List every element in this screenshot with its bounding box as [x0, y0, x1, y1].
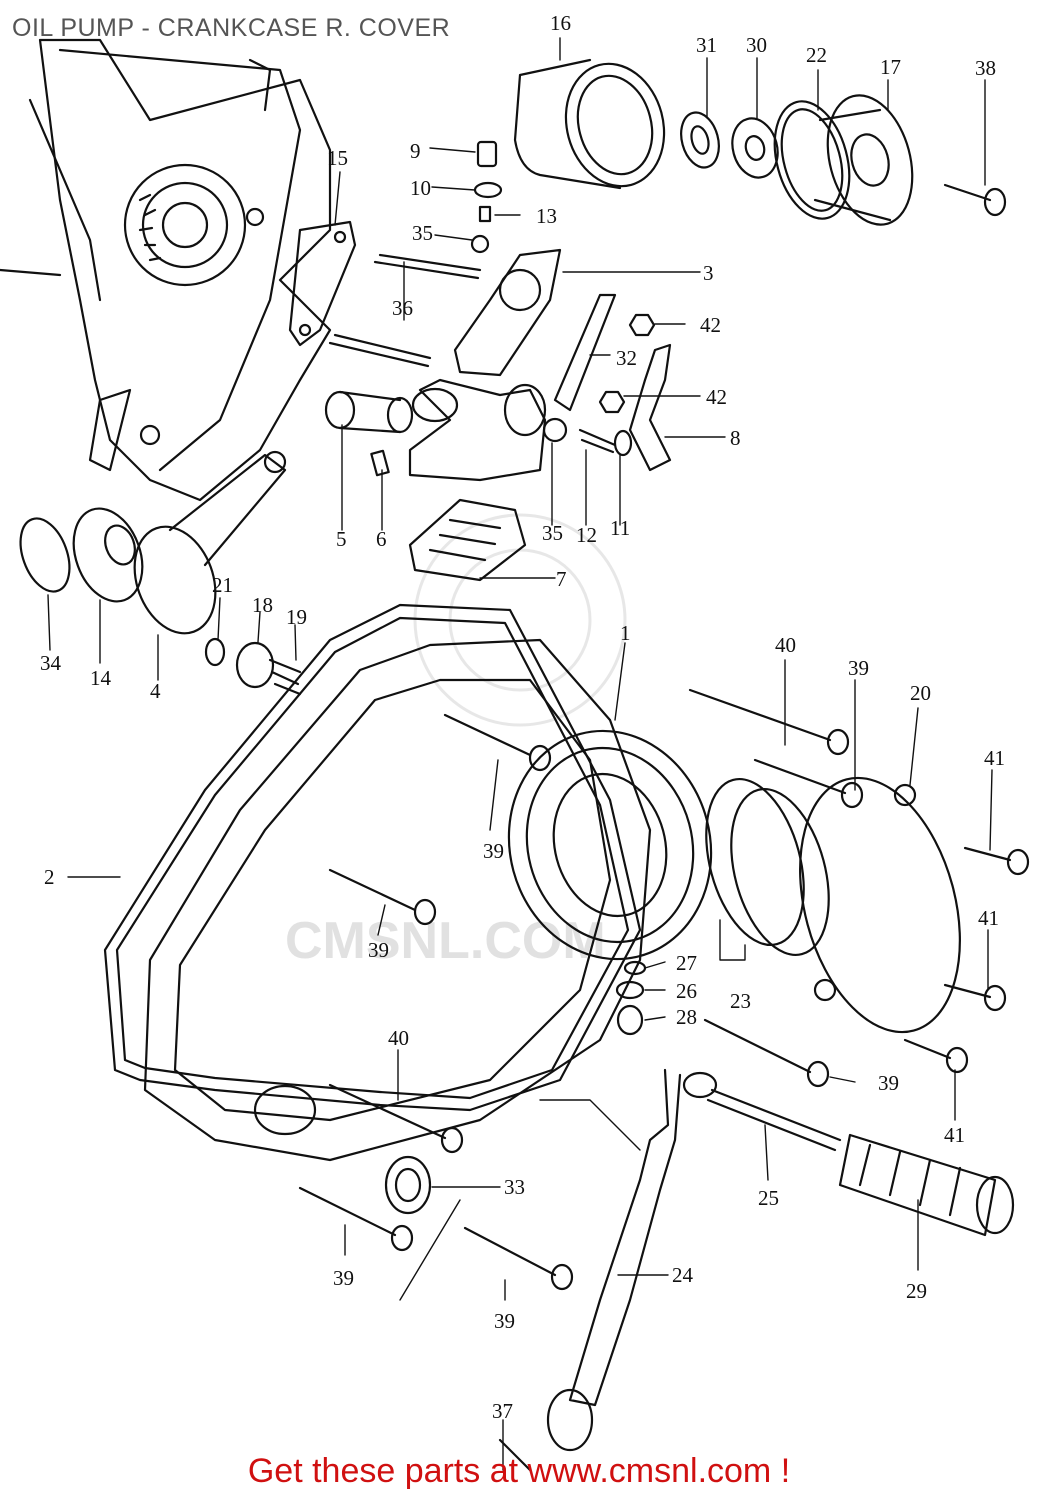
callout-5: 5 [336, 527, 347, 551]
part-14-plate [72, 507, 144, 603]
callout-25: 25 [758, 1186, 779, 1210]
callout-3: 3 [703, 261, 714, 285]
callout-2: 2 [44, 865, 55, 889]
leader-lines [47, 37, 993, 1471]
callout-33: 33 [504, 1175, 525, 1199]
part-22-gasket [773, 100, 851, 220]
part-2-cover-gasket [103, 603, 642, 1112]
part-38-screw [943, 183, 1007, 217]
callout-39: 39 [878, 1071, 899, 1095]
callout-42: 42 [700, 313, 721, 337]
part-34-circlip [19, 517, 71, 593]
callout-41: 41 [944, 1123, 965, 1147]
part-5-6-plunger [324, 390, 414, 477]
callout-23: 23 [730, 989, 751, 1013]
part-20-cap [799, 776, 961, 1034]
callout-39: 39 [333, 1266, 354, 1290]
callout-39: 39 [483, 839, 504, 863]
crankcase-outline [0, 38, 332, 502]
callout-8: 8 [730, 426, 741, 450]
callout-10: 10 [410, 176, 431, 200]
part-32-plate [553, 293, 617, 412]
callout-7: 7 [556, 567, 567, 591]
callout-6: 6 [376, 527, 387, 551]
part-31-lock-washer [680, 111, 720, 169]
callout-39: 39 [494, 1309, 515, 1333]
screws [298, 688, 1030, 1291]
part-23-cap-gaskets [705, 777, 830, 957]
part-16-strainer-cup [513, 58, 666, 190]
callout-17: 17 [880, 55, 901, 79]
footer-link[interactable]: Get these parts at www.cmsnl.com ! [247, 1452, 791, 1490]
callout-32: 32 [616, 346, 637, 370]
part-42-nuts [598, 313, 656, 414]
watermark-text: CMSNL.COM [285, 912, 606, 970]
callout-20: 20 [910, 681, 931, 705]
callout-40: 40 [775, 633, 796, 657]
callout-9: 9 [410, 139, 421, 163]
callout-14: 14 [90, 666, 112, 690]
callout-21: 21 [212, 573, 233, 597]
callout-28: 28 [676, 1005, 697, 1029]
part-25-kick-spindle [682, 1071, 842, 1152]
callout-35: 35 [412, 221, 433, 245]
part-29-kick-rubber [838, 1133, 1015, 1237]
part-36-studs [328, 253, 482, 368]
callout-26: 26 [676, 979, 697, 1003]
callout-4: 4 [150, 679, 161, 703]
part-30-drive-gear [731, 117, 779, 179]
callout-24: 24 [672, 1263, 694, 1287]
callout-36: 36 [392, 296, 413, 320]
part-21-18-19-seal-spring [204, 637, 302, 696]
part-15-bracket [288, 220, 357, 347]
callout-16: 16 [550, 11, 571, 35]
callout-39: 39 [848, 656, 869, 680]
part-37-bolt [498, 1438, 532, 1472]
callout-22: 22 [806, 43, 827, 67]
callout-12: 12 [576, 523, 597, 547]
callout-13: 13 [536, 204, 557, 228]
callout-34: 34 [40, 651, 62, 675]
part-24-kick-lever [546, 1068, 682, 1452]
callout-30: 30 [746, 33, 767, 57]
part-7-strainer-screen [408, 498, 527, 582]
callout-41: 41 [984, 746, 1005, 770]
part-35-12-11-check-valve [542, 417, 633, 457]
callout-11: 11 [610, 516, 630, 540]
callout-18: 18 [252, 593, 273, 617]
callout-39: 39 [368, 938, 389, 962]
part-3-pump-body [408, 248, 562, 482]
callout-31: 31 [696, 33, 717, 57]
callout-29: 29 [906, 1279, 927, 1303]
page-title: OIL PUMP - CRANKCASE R. COVER [12, 14, 451, 42]
part-33-oil-seal [384, 1155, 432, 1215]
part-1-crankcase-cover [143, 638, 713, 1162]
part-17-pump-cover [813, 94, 914, 226]
callout-38: 38 [975, 56, 996, 80]
part-27-26-28-washers [615, 960, 647, 1036]
callout-42: 42 [706, 385, 727, 409]
callout-19: 19 [286, 605, 307, 629]
callout-27: 27 [676, 951, 697, 975]
callout-35: 35 [542, 521, 563, 545]
part-9-10-13-valve-parts [470, 140, 503, 254]
callout-1: 1 [620, 621, 631, 645]
callout-40: 40 [388, 1026, 409, 1050]
callout-37: 37 [492, 1399, 513, 1423]
part-4-connecting-link [133, 450, 287, 635]
callout-15: 15 [327, 146, 348, 170]
callout-41: 41 [978, 906, 999, 930]
